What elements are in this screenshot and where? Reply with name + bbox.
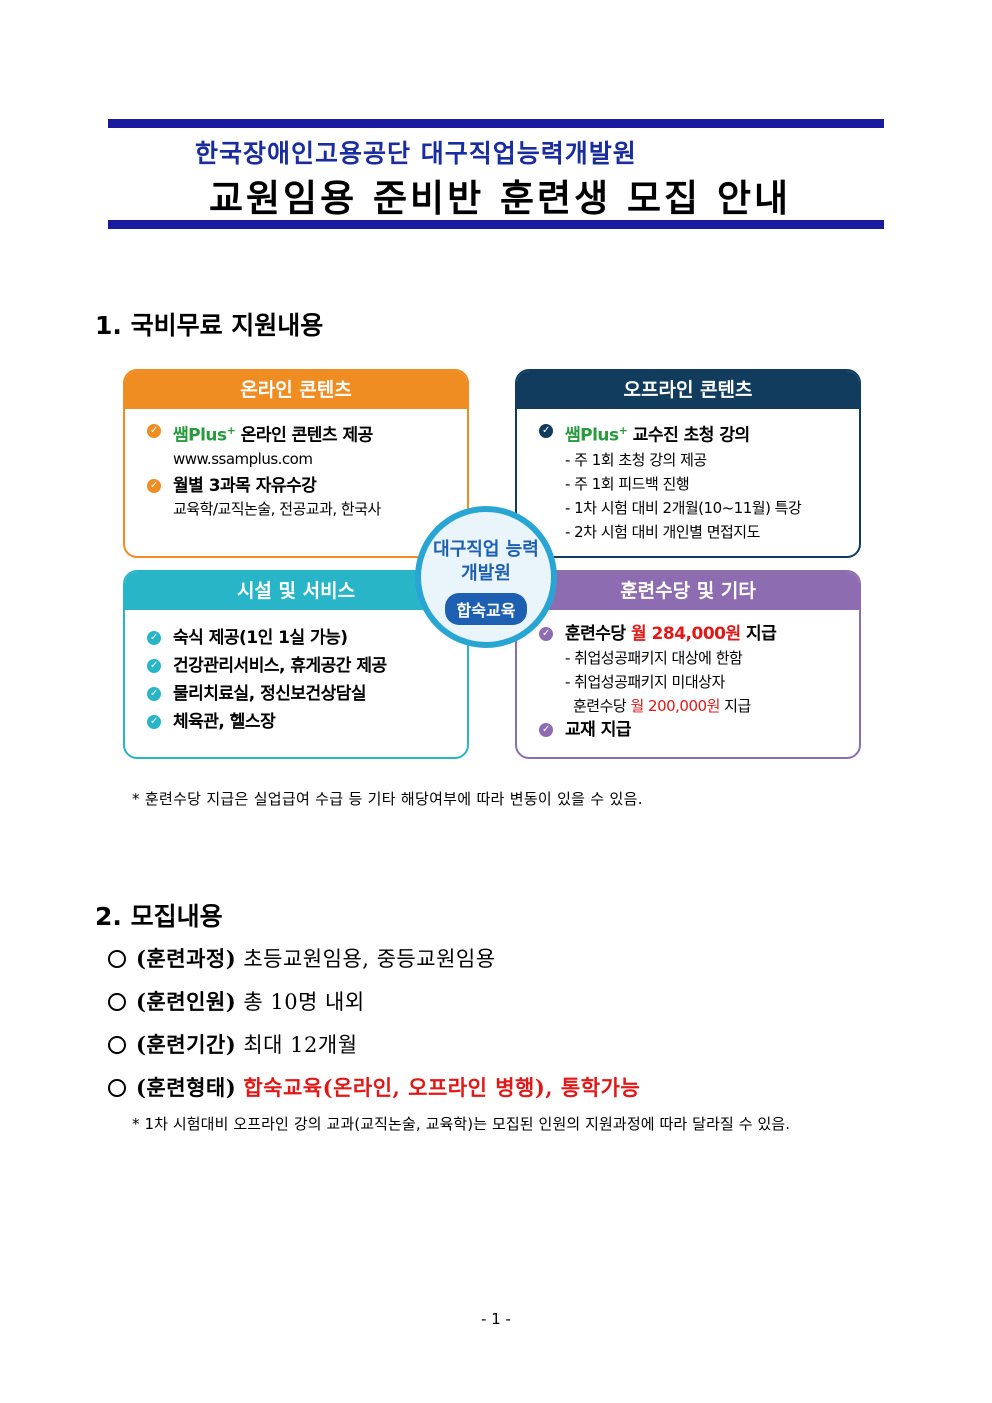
list-item: ✓ 쌤Plus+ 온라인 콘텐츠 제공: [147, 419, 455, 448]
item-sub-text: - 2차 시험 대비 개인별 면접지도: [565, 522, 760, 541]
center-name: 대구직업 능력개발원: [433, 539, 539, 584]
ssamplus-label: 쌤Plus: [173, 425, 227, 446]
allowance-amount: 월 200,000원: [630, 697, 720, 715]
item-sub-text: - 취업성공패키지 대상에 한함: [565, 649, 743, 667]
recruit-row-period: (훈련기간) 최대 12개월: [108, 1029, 358, 1059]
title-bar-bottom: [108, 220, 884, 229]
recruit-row-headcount: (훈련인원) 총 10명 내외: [108, 986, 365, 1016]
page-title: 교원임용 준비반 훈련생 모집 안내: [208, 177, 792, 220]
title-bar-top: [108, 119, 884, 128]
row-value: 총 10명 내외: [243, 990, 365, 1014]
subject-note: * 1차 시험대비 오프라인 강의 교과(교직논술, 교육학)는 모집된 인원의…: [132, 1115, 791, 1133]
check-icon: ✓: [147, 478, 161, 493]
row-label: (훈련과정): [136, 946, 237, 971]
card-facility-service: 시설 및 서비스 ✓ 숙식 제공(1인 1실 가능) ✓ 건강관리서비스, 휴게공간…: [123, 570, 469, 759]
item-sub-text: - 1차 시험 대비 2개월(10~11월) 특강: [565, 498, 802, 517]
circle-bullet-icon: [108, 992, 126, 1011]
card-allowance-etc: 훈련수당 및 기타 ✓ 훈련수당 월 284,000원 지급 - 취업성공패키지…: [515, 570, 861, 759]
list-item: ✓ 체육관, 헬스장: [147, 708, 455, 736]
check-icon: ✓: [147, 715, 161, 729]
item-sub-text: - 주 1회 초청 강의 제공: [565, 450, 707, 469]
row-value: 합숙교육(온라인, 오프라인 병행), 통학가능: [243, 1075, 641, 1100]
check-icon: ✓: [539, 627, 553, 641]
row-label: (훈련인원): [136, 989, 237, 1014]
item-sub-text: 지급: [719, 697, 751, 715]
list-item: ✓ 물리치료실, 정신보건상담실: [147, 680, 455, 708]
allowance-amount: 월 284,000원: [630, 624, 741, 644]
list-item: ✓ 건강관리서비스, 휴게공간 제공: [147, 652, 455, 680]
item-text: 물리치료실, 정신보건상담실: [173, 684, 367, 704]
card-allowance-heading: 훈련수당 및 기타: [517, 572, 859, 610]
card-offline-content: 오프라인 콘텐츠 ✓ 쌤Plus+ 교수진 초청 강의 - 주 1회 초청 강의…: [515, 369, 861, 558]
item-text: 체육관, 헬스장: [173, 712, 276, 732]
row-value: 최대 12개월: [243, 1033, 358, 1057]
item-sub-text: - 취업성공패키지 미대상자: [565, 673, 725, 691]
page-number: - 1 -: [481, 1310, 511, 1328]
item-sub-text: 훈련수당 월 200,000원 지급: [539, 694, 847, 718]
recruit-row-type: (훈련형태) 합숙교육(온라인, 오프라인 병행), 통학가능: [108, 1072, 640, 1102]
card-online-heading: 온라인 콘텐츠: [125, 371, 467, 409]
item-sub-text: 훈련수당: [573, 697, 631, 715]
row-label: (훈련형태): [136, 1075, 237, 1100]
plus-mark: +: [618, 424, 628, 437]
card-facility-heading: 시설 및 서비스: [125, 572, 467, 610]
allowance-note: * 훈련수당 지급은 실업급여 수급 등 기타 해당여부에 따라 변동이 있을 …: [132, 790, 643, 808]
check-icon: ✓: [147, 659, 161, 673]
website-url: www.ssamplus.com: [173, 449, 313, 468]
check-icon: ✓: [539, 723, 553, 737]
section1-title: 1. 국비무료 지원내용: [95, 311, 324, 340]
item-text: 교재 지급: [565, 720, 631, 740]
circle-bullet-icon: [108, 1035, 126, 1054]
circle-bullet-icon: [108, 1078, 126, 1097]
item-text: 건강관리서비스, 휴게공간 제공: [173, 656, 387, 676]
card-offline-heading: 오프라인 콘텐츠: [517, 371, 859, 409]
check-icon: ✓: [539, 424, 553, 438]
plus-mark: +: [226, 424, 236, 437]
center-badge: 합숙교육: [444, 593, 528, 625]
recruit-row-course: (훈련과정) 초등교원임용, 중등교원임용: [108, 943, 496, 973]
item-text: 숙식 제공(1인 1실 가능): [173, 628, 348, 648]
section2-title: 2. 모집내용: [95, 902, 223, 931]
ssamplus-label: 쌤Plus: [565, 425, 619, 446]
list-item: ✓ 월별 3과목 자유수강: [147, 474, 455, 498]
check-icon: ✓: [147, 631, 161, 645]
list-item: ✓ 쌤Plus+ 교수진 초청 강의: [539, 419, 847, 448]
item-text: 온라인 콘텐츠 제공: [235, 425, 373, 446]
check-icon: ✓: [147, 687, 161, 701]
card-online-content: 온라인 콘텐츠 ✓ 쌤Plus+ 온라인 콘텐츠 제공 www.ssamplus…: [123, 369, 469, 558]
circle-bullet-icon: [108, 949, 126, 968]
check-icon: ✓: [147, 424, 161, 438]
row-label: (훈련기간): [136, 1032, 237, 1057]
org-title: 한국장애인고용공단 대구직업능력개발원: [195, 139, 637, 168]
item-sub-text: 교육학/교직논술, 전공교과, 한국사: [173, 499, 381, 518]
item-sub-text: - 주 1회 피드백 진행: [565, 474, 690, 493]
item-text: 교수진 초청 강의: [627, 425, 750, 446]
item-text: 월별 3과목 자유수강: [173, 475, 317, 496]
item-text: 지급: [740, 624, 777, 644]
row-value: 초등교원임용, 중등교원임용: [243, 947, 496, 971]
list-item: ✓ 교재 지급: [539, 718, 847, 742]
list-item: ✓ 훈련수당 월 284,000원 지급: [539, 622, 847, 646]
item-text: 훈련수당: [565, 624, 631, 644]
list-item: ✓ 숙식 제공(1인 1실 가능): [147, 624, 455, 652]
center-emblem: 대구직업 능력개발원 합숙교육: [415, 506, 557, 648]
